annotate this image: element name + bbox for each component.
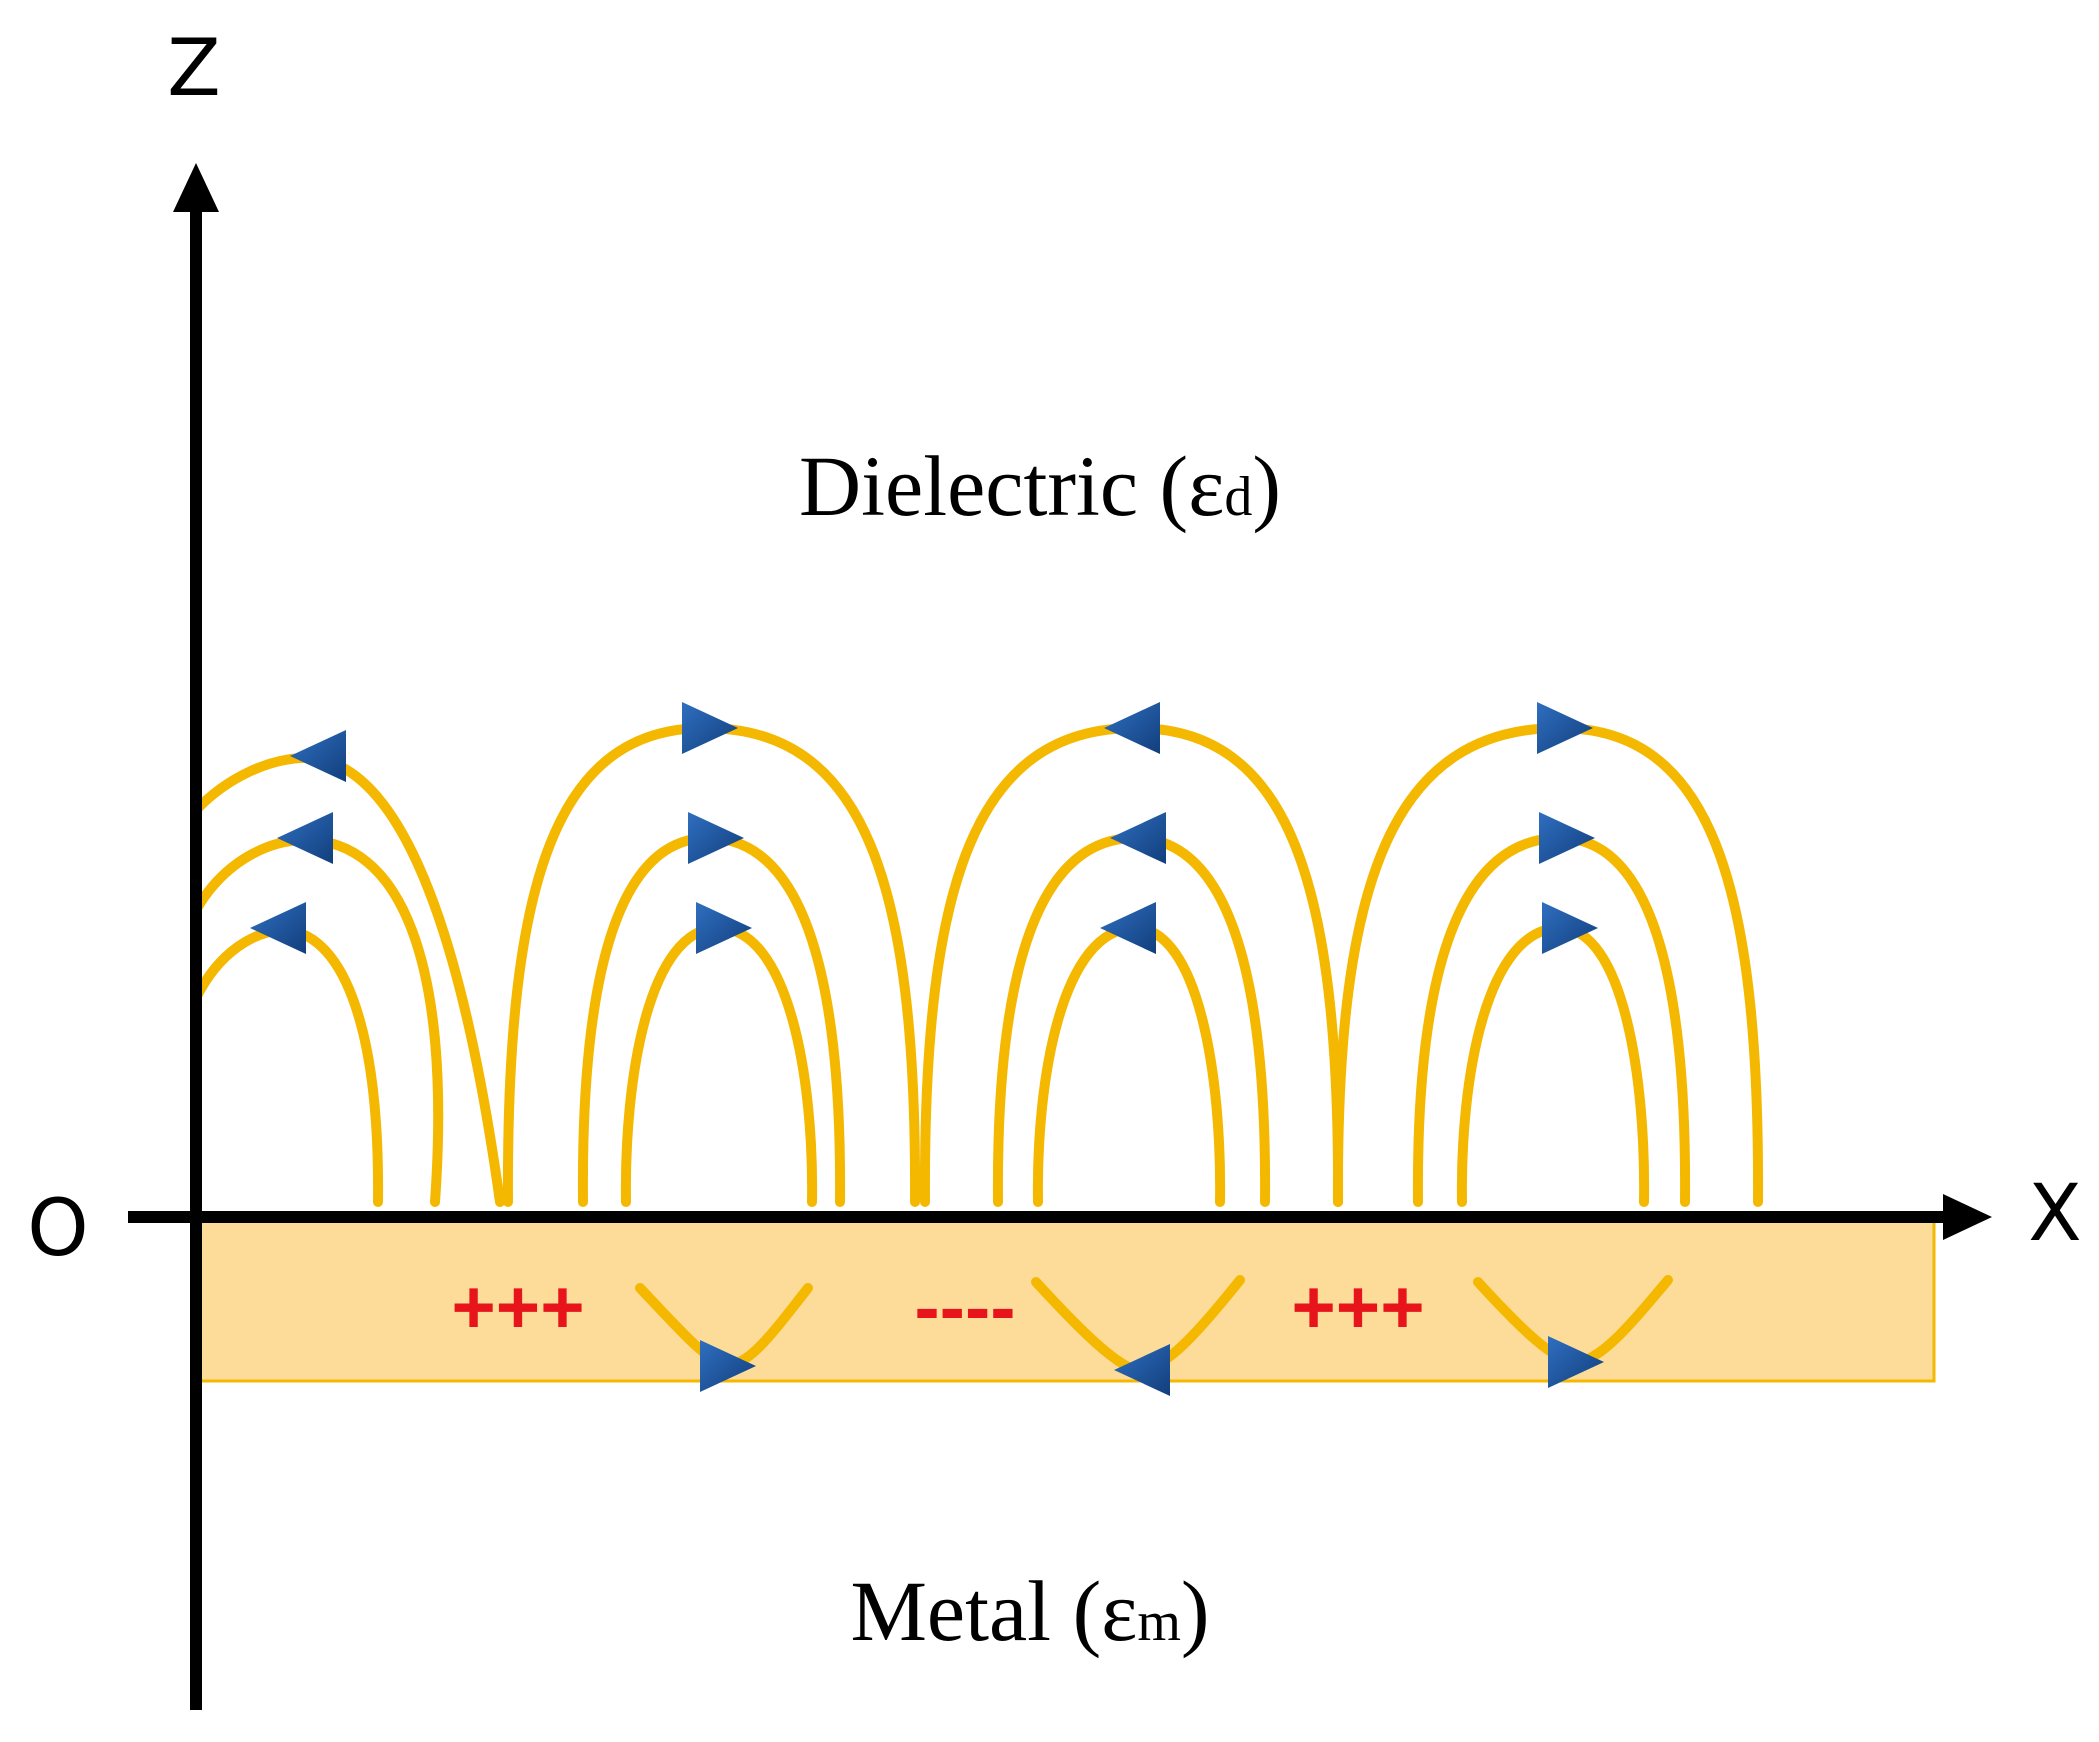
arrow-left-middle [277,812,333,864]
field-line-loop3-inner [1456,922,1650,1207]
arrow-loop1-outer [682,702,738,754]
arrow-loop3-outer [1537,702,1593,754]
arrow-loop2-outer [1104,702,1160,754]
arrow-loop3-middle [1539,812,1595,864]
arrow-loop1-inner [696,902,752,954]
field-line-loop2-outer [919,722,1344,1207]
x-axis-arrowhead [1943,1194,1992,1240]
negative-charge-center: ---- [914,1265,1015,1350]
field-line-left-outer [191,752,505,1207]
field-line-loop1-inner [620,922,818,1207]
positive-charge-right: +++ [1291,1265,1424,1350]
arrow-metal-center [1114,1344,1170,1396]
arrow-metal-left [700,1340,756,1392]
positive-charge-left: +++ [451,1265,584,1350]
arrow-metal-right [1548,1336,1604,1388]
field-line-loop1-middle [577,832,846,1207]
field-line-loop3-outer [1332,722,1764,1207]
field-arrows [250,702,1604,1396]
field-line-loop1-outer [502,722,921,1207]
arrow-left-inner [250,902,306,954]
arrow-left-outer [290,730,346,782]
arrow-loop2-middle [1110,812,1166,864]
x-axis-label: X [2028,1169,2081,1259]
arrow-loop1-middle [688,812,744,864]
arrow-loop2-inner [1100,902,1156,954]
z-axis-arrowhead [173,163,219,212]
field-line-left-middle [191,834,444,1207]
z-axis-label: Z [167,24,220,114]
axes [128,163,1992,1710]
arrow-loop3-inner [1542,902,1598,954]
metal-label: Metal (εm) [850,1563,1209,1659]
field-line-loop2-inner [1032,922,1226,1207]
field-line-left-inner [191,924,384,1207]
dielectric-label: Dielectric (εd) [799,438,1281,534]
origin-label: O [27,1184,88,1274]
